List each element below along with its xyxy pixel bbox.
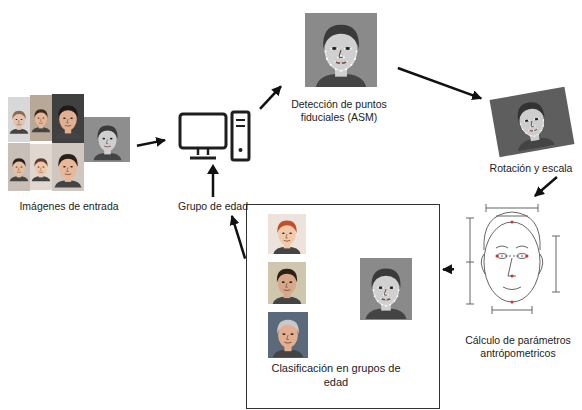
flow-arrow (535, 177, 557, 196)
process-node: Cálculo de parámetros antrópometricos (457, 198, 579, 360)
node-label: Grupo de edad (178, 200, 248, 213)
flow-arrow (232, 216, 245, 259)
process-node: Rotación y escala (484, 86, 578, 175)
process-node: Imágenes de entrada (4, 92, 134, 213)
input-collage (8, 94, 130, 191)
node-label: Imágenes de entrada (19, 200, 118, 213)
node-label: Cálculo de parámetros antrópometricos (459, 334, 577, 360)
process-node: Detección de puntos fiduciales (ASM) (283, 10, 395, 124)
age-group-photos (268, 214, 412, 358)
flow-arrow (398, 68, 481, 98)
fiducial-face (305, 13, 377, 87)
node-label: Rotación y escala (490, 162, 573, 175)
computer-icon (180, 112, 249, 160)
up-arrow (207, 164, 219, 197)
flow-arrow (443, 268, 454, 271)
node-label: Clasificación en grupos de edad (261, 361, 411, 389)
flow-arrow (260, 86, 281, 109)
group-box: Clasificación en grupos de edad (246, 204, 440, 409)
anthropometric-drawing (466, 204, 560, 314)
node-label: Detección de puntos fiduciales (ASM) (286, 98, 392, 124)
flow-arrow (137, 140, 165, 146)
process-node: Grupo de edad (168, 108, 258, 213)
rotated-face (490, 87, 575, 157)
